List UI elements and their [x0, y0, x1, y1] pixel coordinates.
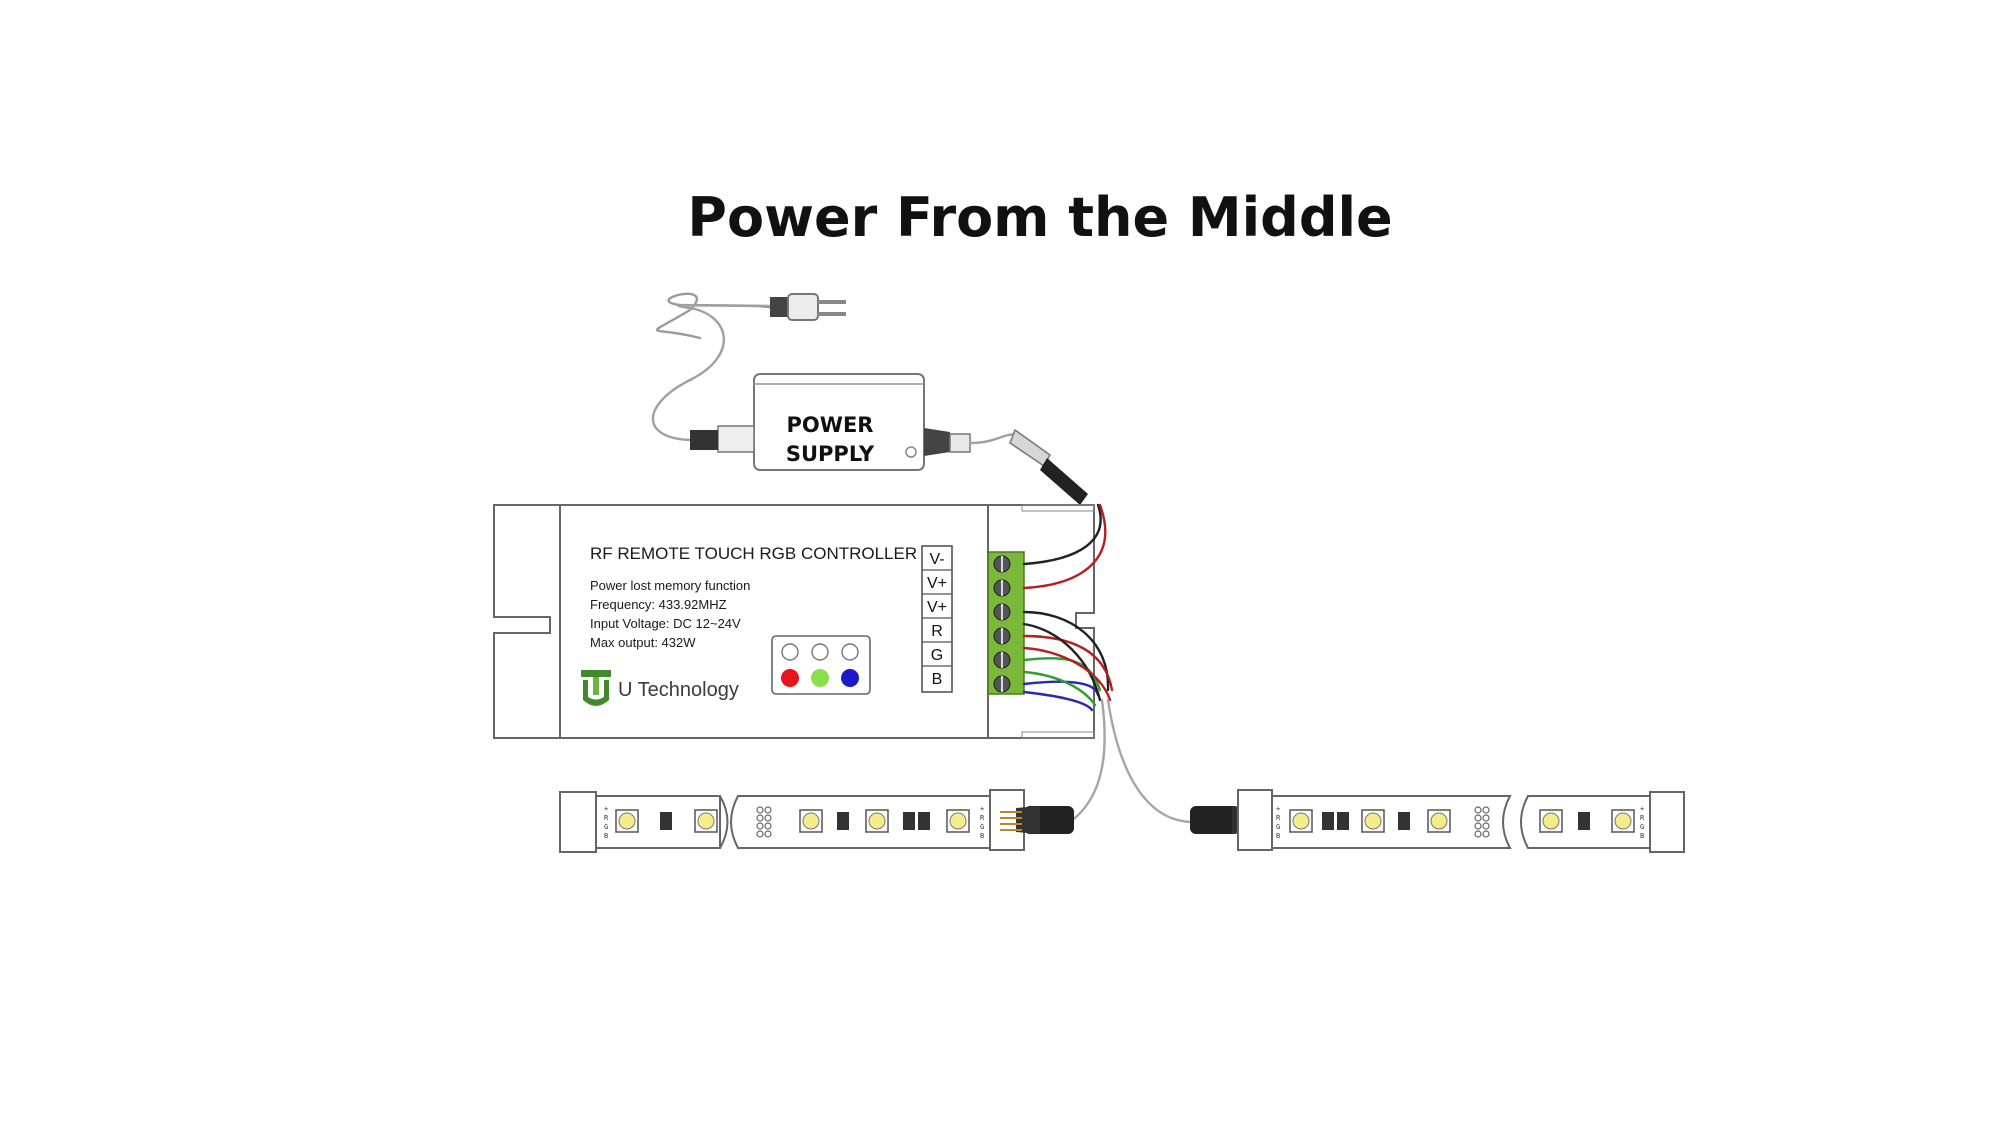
- wires: [1022, 503, 1192, 824]
- strip-pin-label: B: [604, 832, 608, 840]
- strip-pin-label: G: [1276, 823, 1280, 831]
- indicator-red: [781, 669, 799, 687]
- led-strip-left: + R G B + R G B: [559, 789, 1074, 853]
- terminal-label: B: [932, 671, 943, 688]
- indicator-blue: [841, 669, 859, 687]
- strip-pin-label: B: [980, 832, 984, 840]
- strip-pin-label: R: [980, 814, 985, 822]
- strip-pin-label: G: [1640, 823, 1644, 831]
- strip-pin-label: B: [1276, 832, 1280, 840]
- strip-pin-label: G: [980, 823, 984, 831]
- power-supply-label-1: POWER: [787, 413, 874, 437]
- controller-heading: RF REMOTE TOUCH RGB CONTROLLER: [590, 544, 917, 563]
- strip-pin-label: R: [1640, 814, 1645, 822]
- strip-pin-label: +: [604, 805, 608, 813]
- strip-pin-label: +: [980, 805, 984, 813]
- power-supply: POWER SUPPLY: [690, 373, 1088, 505]
- rgb-controller: RF REMOTE TOUCH RGB CONTROLLER Power los…: [493, 504, 1095, 739]
- indicator-leds: [781, 643, 859, 687]
- controller-spec-3: Input Voltage: DC 12~24V: [590, 616, 741, 631]
- terminal-label: R: [931, 623, 943, 640]
- plug-icon: [651, 292, 846, 442]
- terminal-labels: V- V+ V+ R G B: [921, 545, 953, 693]
- indicator-green: [811, 669, 829, 687]
- terminal-block: [987, 551, 1025, 695]
- strip-pin-label: R: [1276, 814, 1281, 822]
- strip-pin-label: +: [1640, 805, 1644, 813]
- terminal-label: G: [931, 647, 943, 664]
- strip-pin-label: G: [604, 823, 608, 831]
- led-strip-right: + R G B + R G B: [1190, 789, 1685, 853]
- controller-spec-2: Frequency: 433.92MHZ: [590, 597, 727, 612]
- controller-spec-4: Max output: 432W: [590, 635, 696, 650]
- terminal-label: V+: [927, 575, 947, 592]
- strip-pin-label: +: [1276, 805, 1280, 813]
- strip-pin-label: B: [1640, 832, 1644, 840]
- u-technology-logo: [581, 670, 611, 706]
- page-title: Power From the Middle: [687, 186, 1392, 249]
- controller-spec-1: Power lost memory function: [590, 578, 750, 593]
- power-supply-label-2: SUPPLY: [786, 442, 875, 466]
- brand-name: U Technology: [618, 679, 739, 701]
- terminal-label: V+: [927, 599, 947, 616]
- strip-pin-label: R: [604, 814, 609, 822]
- terminal-label: V-: [929, 551, 944, 568]
